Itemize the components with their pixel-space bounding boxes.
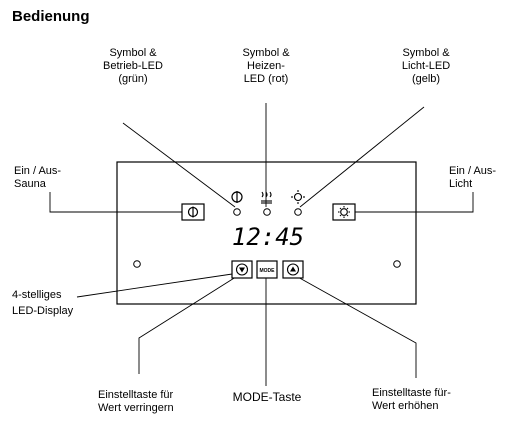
label-line: Sauna: [14, 178, 46, 190]
label-line: Licht-LED: [401, 60, 451, 72]
label-line: Ein / Aus-: [449, 165, 497, 177]
label-line: Wert erhöhen: [372, 400, 439, 412]
label-line: Symbol &: [242, 47, 290, 59]
label-line: Ein / Aus-: [14, 165, 62, 177]
label-line: Wert verringern: [98, 402, 174, 414]
light-bulb-icon: [291, 190, 305, 204]
light-power-button[interactable]: [332, 203, 356, 221]
mount-hole-right: [393, 260, 401, 268]
power-icon: [231, 191, 243, 203]
control-panel-outline: [116, 161, 417, 305]
leader-minus-button: [138, 274, 240, 374]
label-line: Betrieb-LED: [103, 60, 163, 72]
label-heizen-led: Symbol & Heizen- LED (rot): [231, 47, 301, 86]
betrieb-led: [233, 208, 241, 216]
arrow-up-icon: [286, 263, 300, 276]
label-line: Symbol &: [109, 47, 157, 59]
label-line: Einstelltaste für: [98, 389, 174, 401]
leader-plus-button: [295, 275, 417, 378]
label-line: Symbol &: [402, 47, 450, 59]
leader-sauna-button: [49, 192, 182, 213]
label-line: (gelb): [411, 73, 441, 85]
leader-licht-led: [299, 106, 425, 208]
label-line: Heizen-: [247, 60, 285, 72]
label-led-display: 4-stelliges LED-Display: [12, 289, 92, 318]
label-line: Einstelltaste für-: [372, 387, 451, 399]
led-display-value: 12:45: [232, 223, 304, 251]
label-line: LED-Display: [12, 305, 74, 317]
mode-button[interactable]: MODE: [256, 260, 278, 279]
arrow-down-icon: [235, 263, 249, 276]
label-betrieb-led: Symbol & Betrieb-LED (grün): [93, 47, 173, 86]
label-licht-led: Symbol & Licht-LED (gelb): [389, 47, 463, 86]
label-mode-button: MODE-Taste: [226, 391, 308, 404]
sauna-power-button[interactable]: [181, 203, 205, 221]
decrease-button[interactable]: [231, 260, 253, 279]
label-increase-button: Einstelltaste für- Wert erhöhen: [372, 387, 482, 413]
label-line: Licht: [449, 178, 473, 190]
mount-hole-left: [133, 260, 141, 268]
leader-betrieb-led: [122, 122, 236, 208]
page-title: Bedienung: [12, 8, 90, 25]
label-ein-aus-sauna: Ein / Aus- Sauna: [14, 165, 94, 191]
label-line: 4-stelliges: [12, 289, 62, 301]
label-line: LED (rot): [243, 73, 289, 85]
licht-led: [294, 208, 302, 216]
increase-button[interactable]: [282, 260, 304, 279]
leader-licht-button: [355, 192, 474, 213]
label-ein-aus-licht: Ein / Aus- Licht: [449, 165, 511, 191]
leader-lines: [49, 103, 474, 386]
leader-display: [76, 272, 240, 298]
power-icon: [187, 206, 199, 218]
mode-button-label: MODE: [260, 268, 276, 274]
light-bulb-icon: [338, 206, 350, 218]
label-line: (grün): [118, 73, 148, 85]
heizen-led: [263, 208, 271, 216]
label-line: MODE-Taste: [232, 390, 302, 404]
label-decrease-button: Einstelltaste für Wert verringern: [98, 389, 198, 415]
heater-icon: [261, 191, 272, 204]
